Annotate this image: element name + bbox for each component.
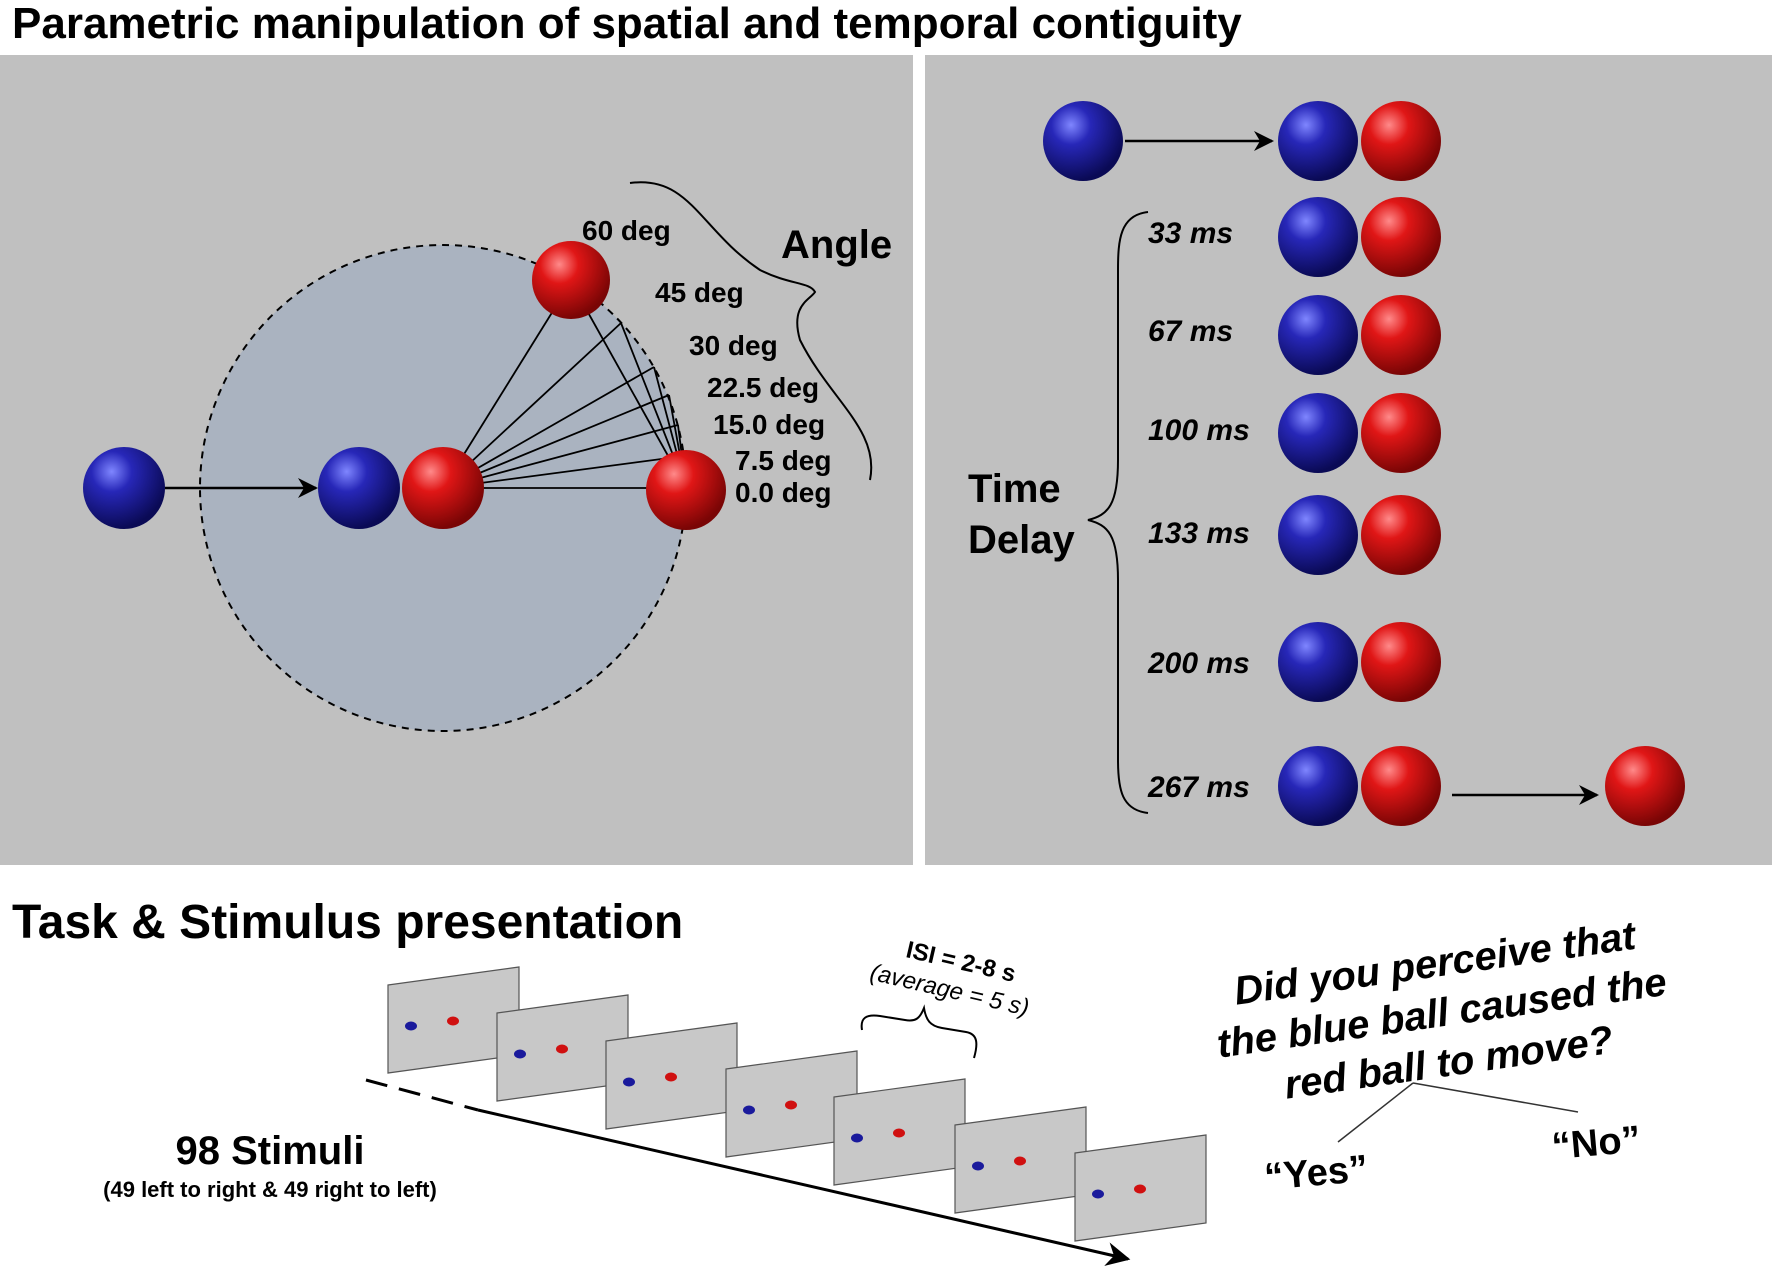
angle-values: 60 deg 45 deg 30 deg 22.5 deg 15.0 deg 7… [582,215,831,508]
blue-ball [1278,295,1358,375]
delay-value: 100 ms [1148,414,1250,447]
blue-ball [1278,197,1358,277]
red-ball [1361,197,1441,277]
delay-value: 200 ms [1147,647,1250,680]
red-ball [1361,746,1441,826]
timeline-dashed [365,1078,479,1112]
delay-rows [1278,197,1685,826]
blue-ball-start [83,447,165,529]
blue-ball [1278,101,1358,181]
spatial-panel: Angle 60 deg 45 deg 30 deg 22.5 deg 15.0… [0,55,913,865]
delay-value: 67 ms [1148,315,1233,348]
stimuli-count: 98 Stimuli [176,1129,365,1173]
blue-ball [1278,622,1358,702]
stimulus-frame [1074,1134,1207,1242]
stimulus-frame [833,1078,966,1186]
blue-ball [1278,746,1358,826]
angle-value: 45 deg [655,277,744,308]
delay-value: 33 ms [1148,217,1233,250]
angle-value: 15.0 deg [713,409,825,440]
angle-label: Angle [781,223,892,267]
angle-value: 7.5 deg [735,445,831,476]
stimulus-frame [605,1022,738,1130]
angle-value: 30 deg [689,330,778,361]
time-delay-label: Time [968,467,1061,511]
red-ball-0deg [646,450,726,530]
red-ball [1361,495,1441,575]
time-delay-label: Delay [968,518,1075,562]
angle-value: 22.5 deg [707,372,819,403]
red-ball [1361,101,1441,181]
blue-ball-reference-start [1043,101,1123,181]
blue-ball-contact [318,447,400,529]
red-ball-initial [402,447,484,529]
no-branch-line [1412,1082,1579,1113]
temporal-panel: Time Delay 33 ms 67 ms 100 ms 133 ms 200… [925,55,1772,865]
figure-title: Parametric manipulation of spatial and t… [12,0,1242,48]
blue-ball [1278,495,1358,575]
timeline-arrow [477,1108,1131,1266]
angle-brace [629,181,873,481]
delay-value: 267 ms [1147,771,1250,804]
red-ball [1361,622,1441,702]
angle-value: 60 deg [582,215,671,246]
isi-brace [860,1004,978,1059]
task-section: Task & Stimulus presentation [12,896,1669,1266]
blue-ball [1278,393,1358,473]
task-title: Task & Stimulus presentation [12,896,683,949]
yes-branch-line [1337,1082,1414,1143]
red-ball [1361,295,1441,375]
delay-value: 133 ms [1148,517,1250,550]
angle-value: 0.0 deg [735,477,831,508]
question: Did you perceive that the blue ball caus… [1214,914,1669,1108]
red-ball-launched [1605,746,1685,826]
stimulus-frames [387,966,1207,1242]
red-ball [1361,393,1441,473]
delay-values: 33 ms 67 ms 100 ms 133 ms 200 ms 267 ms [1147,217,1250,804]
temporal-panel-bg [925,55,1772,865]
stimulus-frame [954,1106,1087,1214]
time-delay-brace [1087,211,1149,814]
answer-no: “No” [1550,1119,1642,1169]
stimuli-detail: (49 left to right & 49 right to left) [103,1177,437,1202]
red-ball-60deg [532,241,610,319]
answer-yes: “Yes” [1263,1148,1370,1199]
